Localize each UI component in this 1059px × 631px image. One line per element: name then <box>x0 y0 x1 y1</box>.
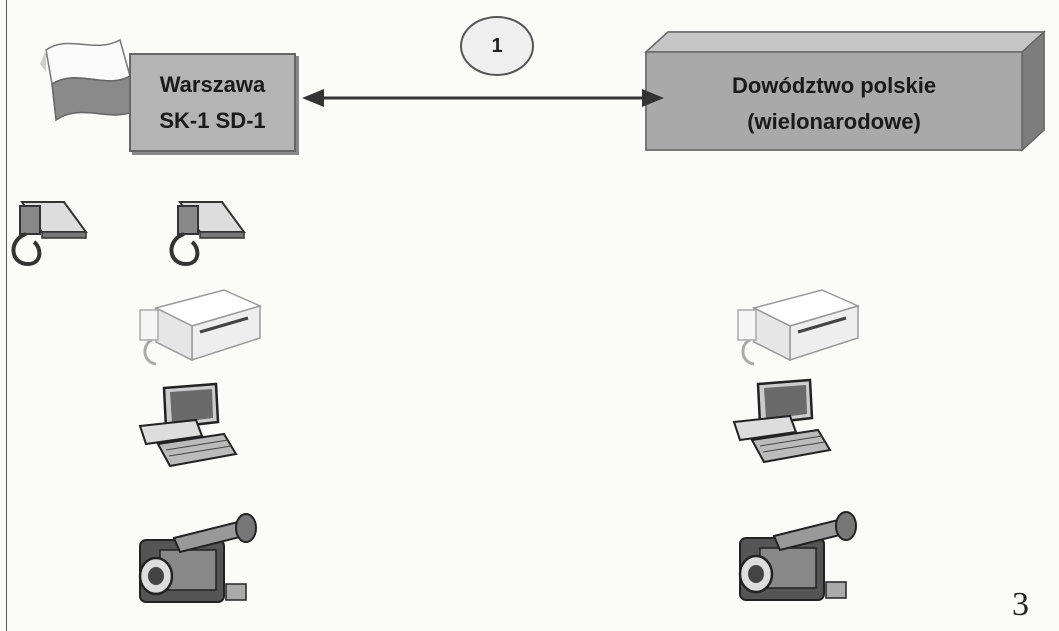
left-border-line <box>6 0 7 631</box>
page-number: 3 <box>1012 586 1029 623</box>
camcorder-icon <box>738 511 857 601</box>
camcorder-icon <box>138 513 257 603</box>
node-warszawa: Warszawa SK-1 SD-1 <box>129 53 296 152</box>
node-warszawa-line1: Warszawa <box>159 71 266 97</box>
telephone-icon <box>11 201 88 267</box>
connection-arrow <box>302 89 664 107</box>
computer-icon <box>138 382 238 468</box>
node-warszawa-line2: SK-1 SD-1 <box>159 107 266 133</box>
connection-label: 1 <box>460 16 534 76</box>
fax-icon <box>737 289 861 366</box>
computer-icon <box>732 378 832 464</box>
node-dowodztwo: Dowództwo polskie (wielonarodowe) <box>646 52 1022 151</box>
node-dowodztwo-line2: (wielonarodowe) <box>747 108 921 134</box>
fax-icon <box>139 289 263 366</box>
polish-flag-icon <box>40 38 137 122</box>
node-dowodztwo-line1: Dowództwo polskie <box>731 72 937 98</box>
telephone-icon <box>169 201 246 267</box>
